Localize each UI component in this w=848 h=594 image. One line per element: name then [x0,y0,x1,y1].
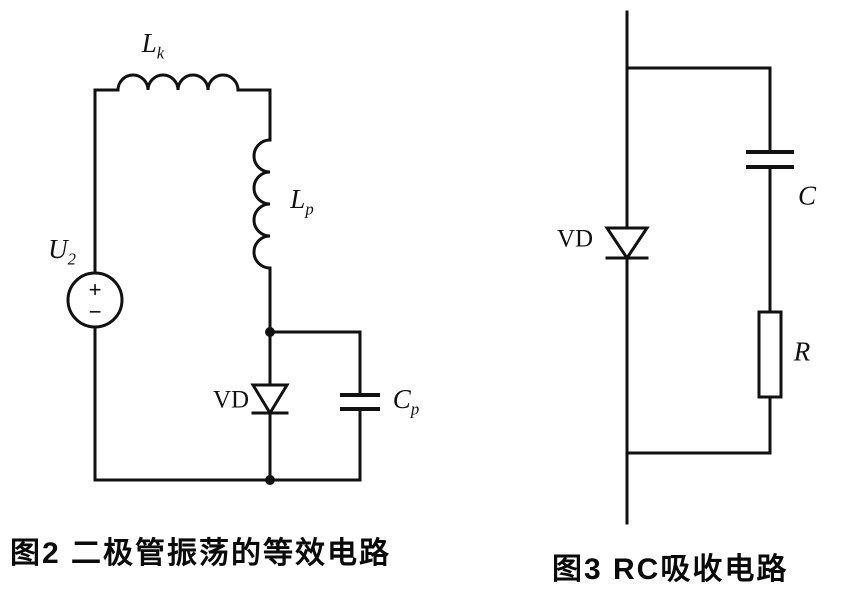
inductor-lk-coil [116,73,240,92]
label-lp: Lp [290,183,314,219]
label-lp-main: L [290,183,306,214]
label-u2-sub: 2 [67,249,76,269]
resistor-r-body [757,310,783,399]
label-vd-fig2: VD [212,386,250,414]
figure2-caption: 图2 二极管振荡的等效电路 [10,537,392,570]
label-lp-sub: p [305,199,314,219]
figure3-caption: 图3 RC吸收电路 [552,553,789,586]
label-cp-main: C [392,383,411,414]
junction-dot-bottom [265,475,275,485]
fig3-wire-bottom [625,395,772,455]
label-vd-fig3: VD [556,225,594,253]
fig2-circuit [66,73,380,485]
label-cp-sub: p [410,399,420,419]
voltage-source-circle [66,271,124,329]
fig2-wire-to-cp [268,330,362,397]
fig3-wire-top [625,66,772,154]
label-u2-main: U [48,233,68,264]
label-r: R [793,336,811,367]
label-u2: U2 [48,233,76,269]
label-cp: Cp [392,383,420,419]
source-plus-sign: + [88,277,102,303]
label-lk: Lk [141,27,165,63]
diode-vd3-triangle [604,226,650,261]
label-lk-main: L [141,27,157,58]
fig3-circuit [604,10,794,525]
diode-vd-triangle [250,383,290,416]
inductor-lp-coil [252,138,272,270]
junction-dot-top [265,327,275,337]
label-c: C [797,180,817,211]
label-lk-sub: k [156,43,165,63]
source-minus-sign: − [88,299,102,325]
fig2-wire-top-right [236,88,272,142]
fig2-wire-top-left [93,88,120,275]
